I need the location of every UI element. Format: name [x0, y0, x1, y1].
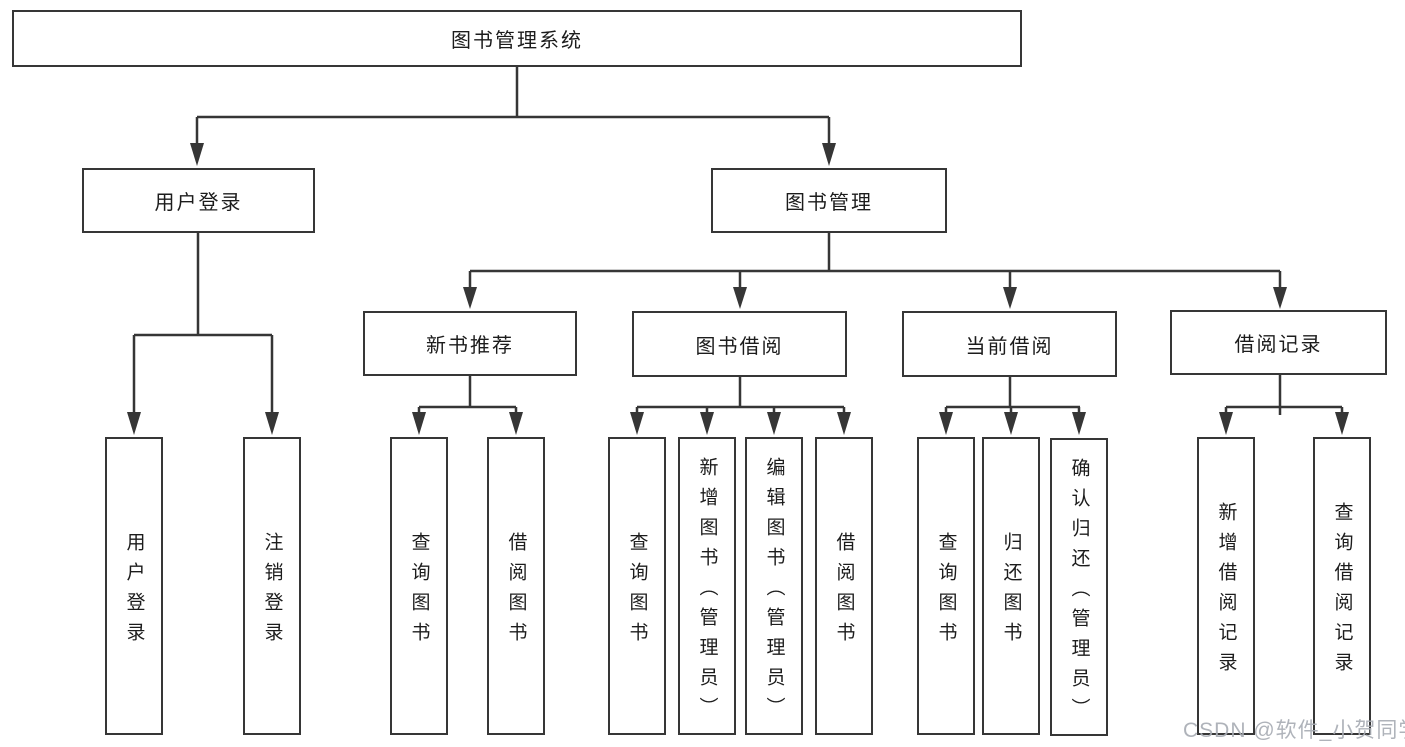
leaf-logout-label: 注销登录	[261, 531, 283, 652]
leaf-user-login: 用户登录	[105, 437, 163, 735]
leaf-add-borrow-record: 新增借阅记录	[1197, 437, 1255, 735]
watermark: CSDN @软件_小贺同学	[1183, 719, 1405, 742]
node-current-borrowing: 当前借阅	[902, 311, 1117, 377]
leaf-borrow-books-borrowing-label: 借阅图书	[833, 531, 855, 652]
leaf-query-borrow-record-label: 查询借阅记录	[1331, 501, 1353, 682]
leaf-add-book-admin-label: 新增图书（管理员）	[696, 456, 718, 727]
leaf-query-books-borrowing: 查询图书	[608, 437, 666, 735]
leaf-query-books-current-label: 查询图书	[935, 531, 957, 652]
node-borrowing-records: 借阅记录	[1170, 310, 1387, 375]
leaf-return-books: 归还图书	[982, 437, 1040, 735]
leaf-query-books-current: 查询图书	[917, 437, 975, 735]
node-library-management-system: 图书管理系统	[12, 10, 1022, 67]
leaf-logout: 注销登录	[243, 437, 301, 735]
leaf-return-books-label: 归还图书	[1000, 531, 1022, 652]
leaf-query-borrow-record: 查询借阅记录	[1313, 437, 1371, 735]
leaf-query-books-recommend-label: 查询图书	[408, 531, 430, 652]
node-book-management: 图书管理	[711, 168, 947, 233]
leaf-edit-book-admin-label: 编辑图书（管理员）	[763, 456, 785, 727]
leaf-edit-book-admin: 编辑图书（管理员）	[745, 437, 803, 735]
leaf-confirm-return-admin-label: 确认归还（管理员）	[1068, 457, 1090, 728]
arrow-down-icons	[127, 143, 1349, 435]
leaf-query-books-borrowing-label: 查询图书	[626, 531, 648, 652]
leaf-confirm-return-admin: 确认归还（管理员）	[1050, 438, 1108, 736]
leaf-user-login-label: 用户登录	[123, 531, 145, 652]
leaf-add-borrow-record-label: 新增借阅记录	[1215, 501, 1237, 682]
leaf-add-book-admin: 新增图书（管理员）	[678, 437, 736, 735]
leaf-borrow-books-borrowing: 借阅图书	[815, 437, 873, 735]
leaf-query-books-recommend: 查询图书	[390, 437, 448, 735]
leaf-borrow-books-recommend-label: 借阅图书	[505, 531, 527, 652]
node-user-login: 用户登录	[82, 168, 315, 233]
node-new-book-recommendation: 新书推荐	[363, 311, 577, 376]
leaf-borrow-books-recommend: 借阅图书	[487, 437, 545, 735]
node-book-borrowing: 图书借阅	[632, 311, 847, 377]
